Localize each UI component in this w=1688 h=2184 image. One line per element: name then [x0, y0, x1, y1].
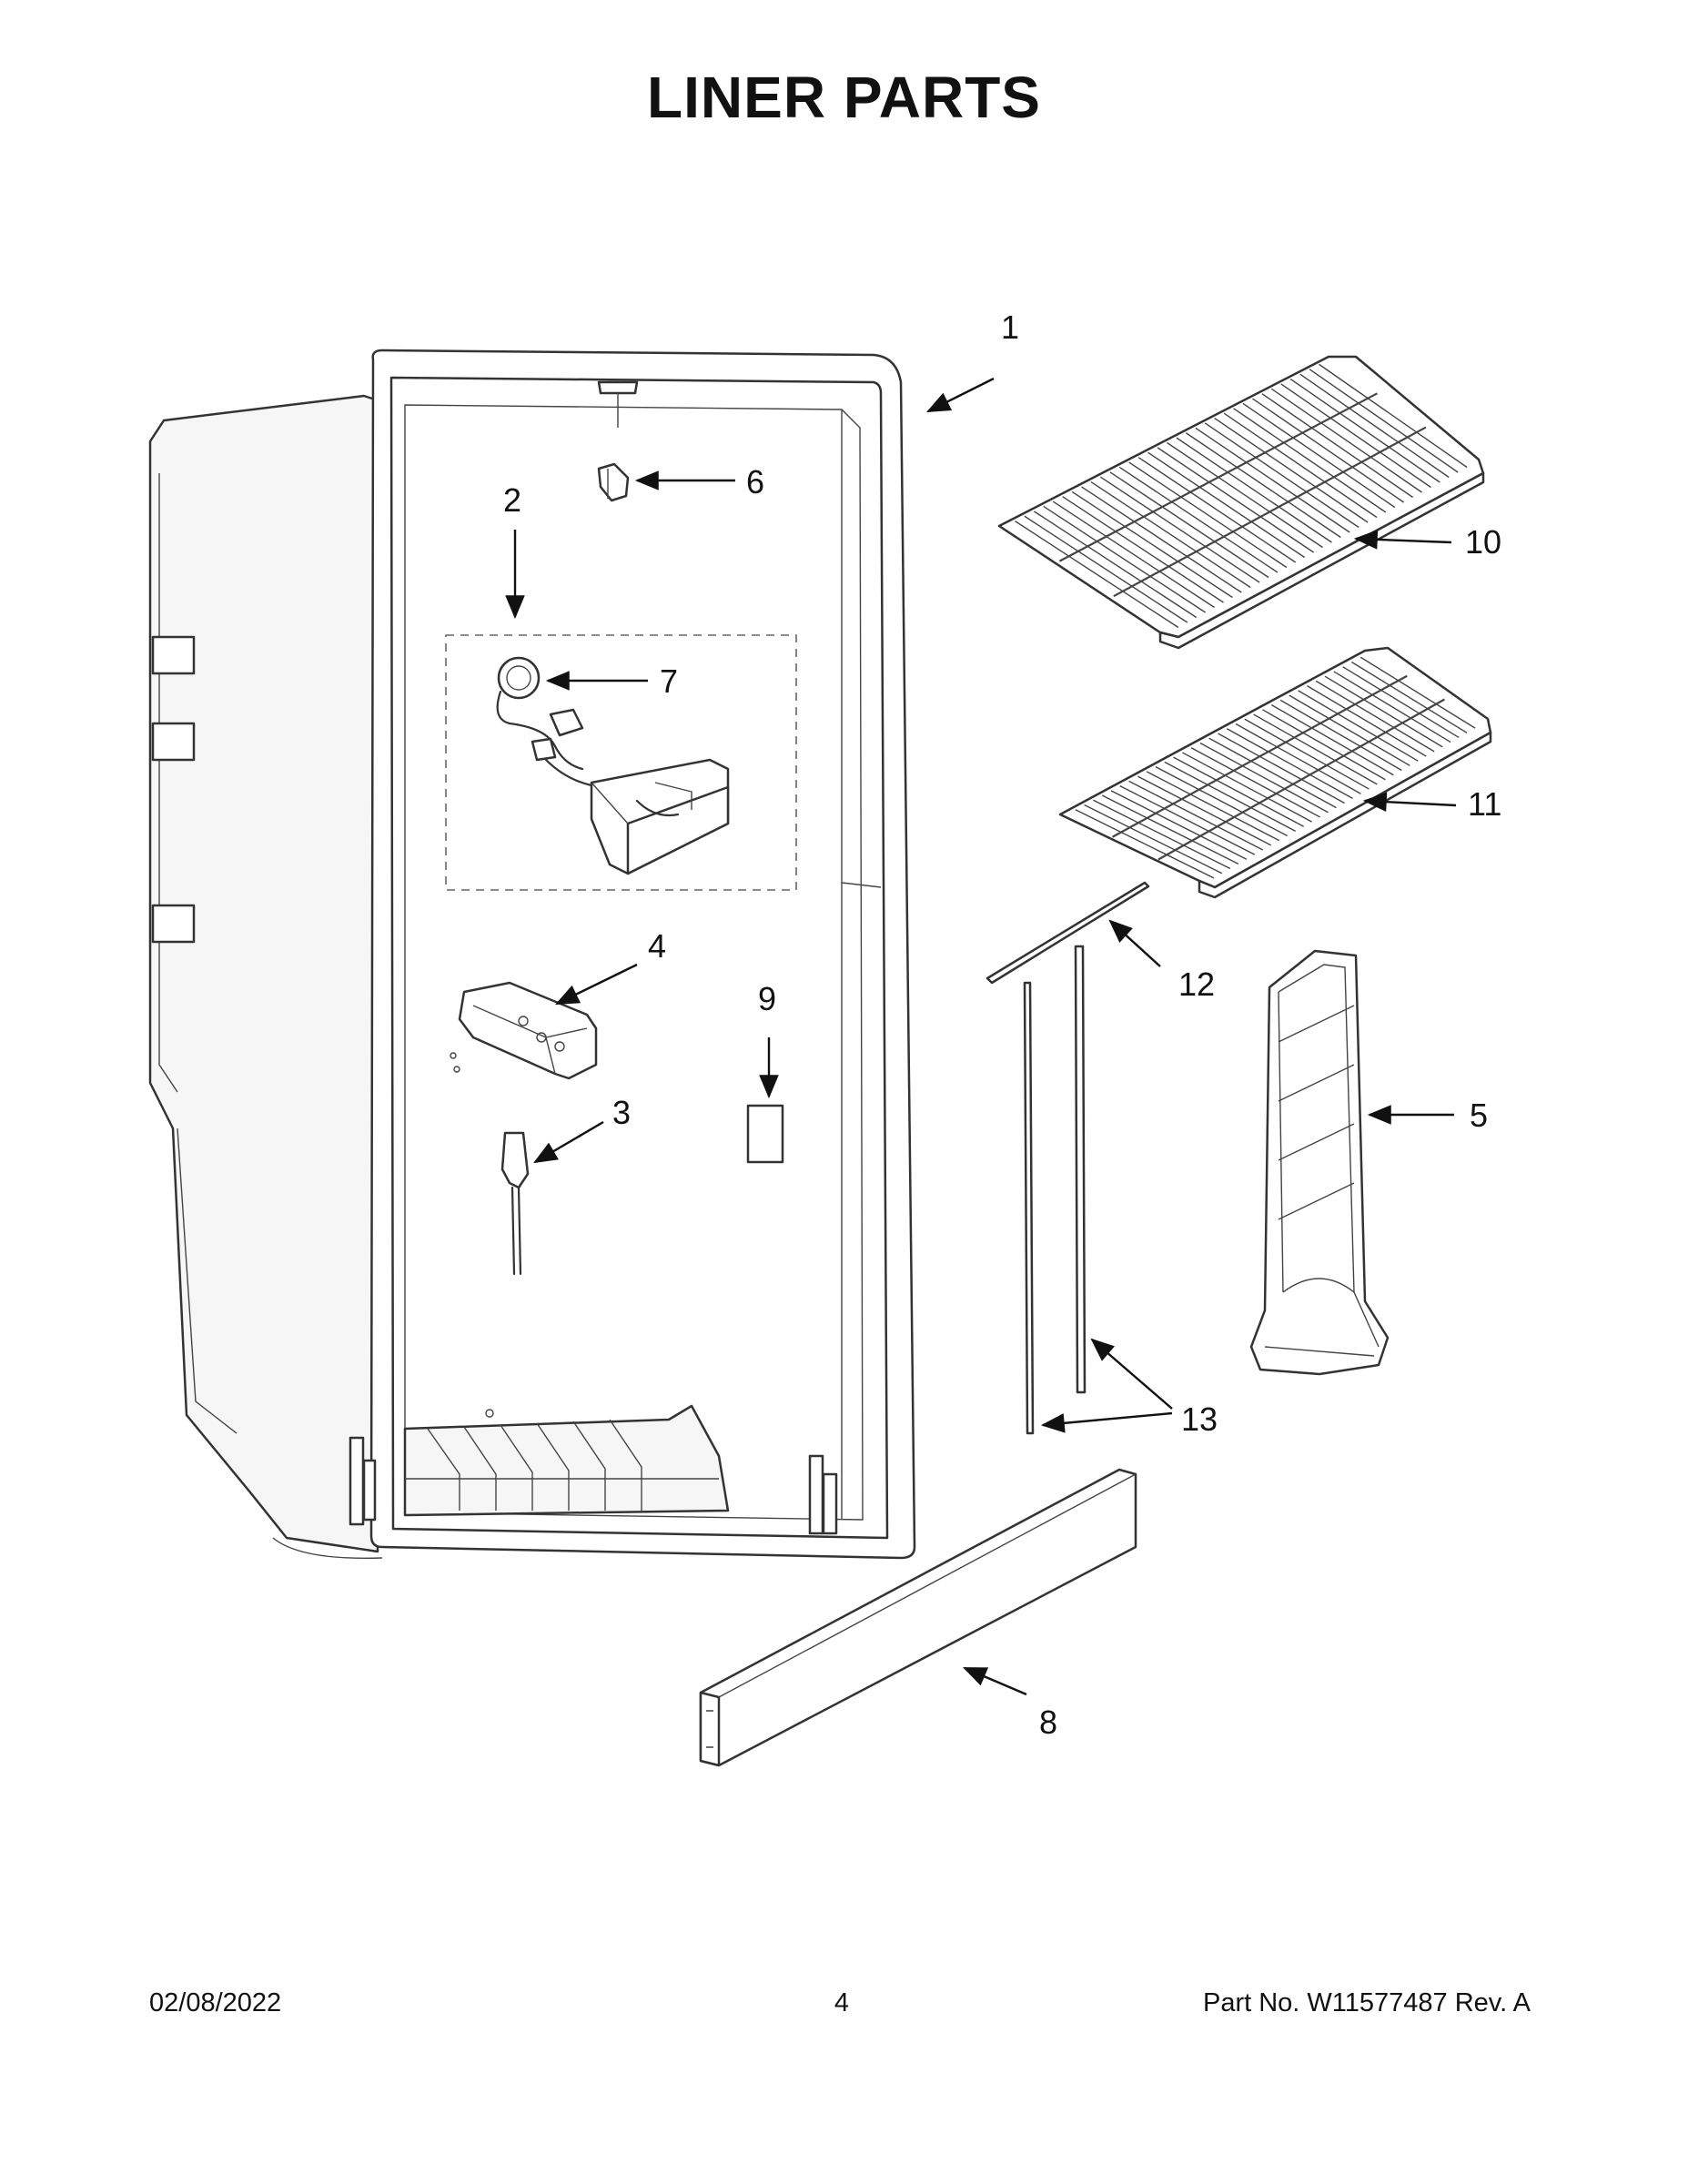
callout-9: 9: [758, 980, 776, 1017]
part-5-duct: [1249, 949, 1390, 1376]
callout-10: 10: [1465, 523, 1501, 561]
part-8-trim: [699, 1468, 1137, 1767]
callout-3: 3: [612, 1094, 631, 1131]
part-13-strips: [1023, 945, 1087, 1435]
callout-13: 13: [1181, 1400, 1218, 1438]
part-9-label: [746, 1104, 784, 1164]
part-10-shelf: [997, 355, 1485, 650]
part-4-light-housing: [450, 981, 598, 1080]
part-6-clip: [597, 462, 630, 502]
callout-6: 6: [746, 463, 764, 500]
callout-12: 12: [1178, 966, 1215, 1003]
freezer-liner: [148, 349, 916, 1560]
callout-numbers: 1 2 3 4 5 6 7 8 9 10 11 12 13: [503, 308, 1501, 1741]
callout-11: 11: [1468, 785, 1501, 823]
page-title: LINER PARTS: [647, 65, 1041, 130]
callout-7: 7: [660, 662, 678, 700]
footer-date: 02/08/2022: [149, 1988, 282, 2017]
leader-lines: [505, 377, 1457, 1696]
part-3-sensor: [500, 1131, 530, 1276]
footer-page-number: 4: [834, 1988, 850, 2017]
part-12-strip: [986, 881, 1150, 985]
callout-1: 1: [1001, 308, 1019, 346]
footer-part-number: Part No. W11577487 Rev. A: [1202, 1988, 1531, 2017]
part-2-assembly-box: [445, 634, 797, 891]
callout-8: 8: [1039, 1704, 1057, 1741]
callout-5: 5: [1470, 1097, 1488, 1134]
part-7-control: [496, 656, 730, 875]
part-11-shelf: [1058, 646, 1492, 899]
callout-2: 2: [503, 481, 521, 519]
callout-4: 4: [648, 927, 666, 965]
